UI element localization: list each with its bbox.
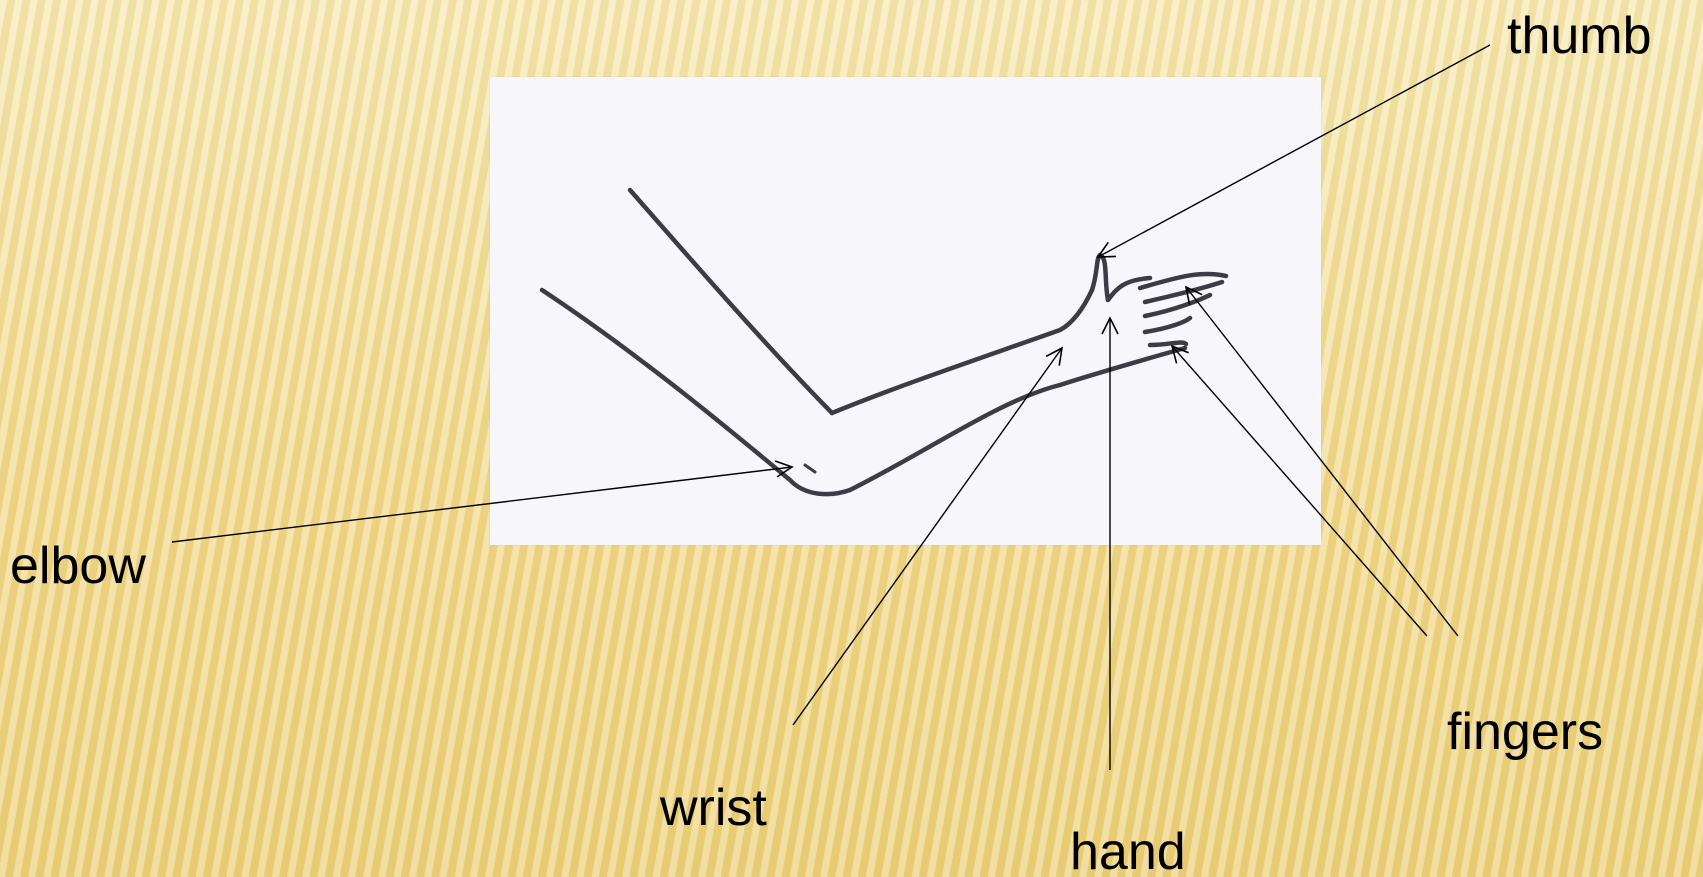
label-wrist: wrist xyxy=(660,779,767,837)
thumb-leader-line xyxy=(1096,44,1491,258)
arm-sketch xyxy=(539,187,1229,497)
forearm-top-outline xyxy=(829,287,1095,416)
label-elbow: elbow xyxy=(10,537,146,595)
elbow-mark xyxy=(803,463,817,474)
label-thumb: thumb xyxy=(1507,7,1652,65)
label-hand: hand xyxy=(1070,823,1186,877)
fingers-leader-line-upper xyxy=(1184,285,1459,637)
finger-5-outline xyxy=(1147,340,1189,348)
elbow-leader-line xyxy=(171,460,794,543)
wrist-leader-line xyxy=(792,346,1064,726)
forearm-bottom-outline xyxy=(847,345,1188,493)
leader-lines xyxy=(171,44,1491,770)
finger-1-outline xyxy=(1137,271,1229,291)
fingers-leader-line-lower xyxy=(1170,344,1428,637)
upper-arm-bottom-outline xyxy=(539,287,853,497)
finger-4-outline xyxy=(1142,315,1193,335)
finger-3-outline xyxy=(1142,292,1213,319)
label-fingers: fingers xyxy=(1447,703,1604,761)
arm-sketch-image xyxy=(490,77,1321,545)
thumb-outline xyxy=(1089,252,1153,303)
upper-arm-top-outline xyxy=(627,187,835,416)
